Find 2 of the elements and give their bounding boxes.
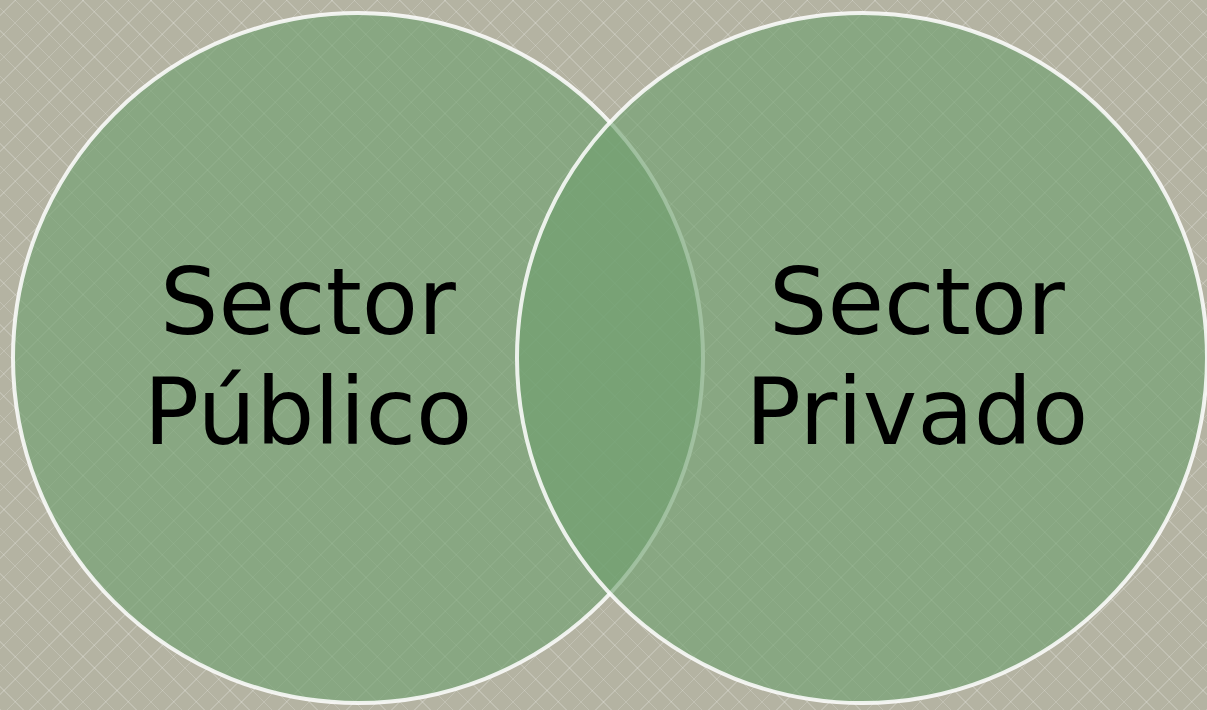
circle-label: Sector Privado — [744, 247, 1090, 468]
circle-label: Sector Público — [142, 247, 474, 468]
